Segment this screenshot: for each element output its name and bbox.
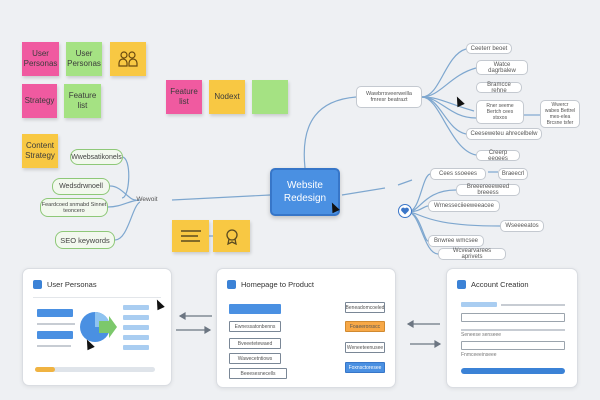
sticky-nodext[interactable]: Nodext [209,80,245,114]
sticky-feature-list-green[interactable]: Feature list [64,84,101,118]
central-node-website-redesign[interactable]: Website Redesign [270,168,340,216]
branch-junction[interactable] [398,204,412,218]
form-label: Seneese senseee [461,332,502,338]
panel-title: Homepage to Product [241,279,314,289]
flow-target[interactable]: Foaeerorsscc [345,321,385,332]
text-line [37,345,71,347]
badge-icon [225,229,238,245]
flow-step[interactable]: Bveeetetewaed [229,338,281,349]
form-line [461,329,565,331]
sticky-strategy[interactable]: Strategy [22,84,57,118]
node-d4[interactable]: Wrnesseciieeweeacee [428,200,500,212]
persona-bar [37,309,73,317]
node-d2[interactable]: Braeecrl [498,168,528,180]
text-lines-icon [180,230,201,242]
sticky-badge[interactable] [213,220,250,252]
node-d3[interactable]: Breeereeeweed breeess [456,184,520,196]
form-field[interactable] [461,341,565,350]
panel-title: Account Creation [471,279,529,289]
text-line [37,323,75,325]
node-a2[interactable]: Watce dagrbalew [476,60,528,75]
panel-header: Account Creation [457,278,529,290]
sticky-blank-green[interactable] [252,80,288,114]
form-label: Fnmceeeinseee [461,352,497,358]
node-d5[interactable]: Wseeeeatos [500,220,544,232]
node-b2[interactable]: Wwercr wabes Bettrel mes-elea Brcsne tsf… [540,100,580,128]
persona-list [123,305,149,353]
flow-step[interactable] [229,304,281,314]
node-d6[interactable]: Bnwree wmcsee [428,235,484,247]
form-progress [461,302,497,307]
persona-chart-icon [77,307,117,347]
sticky-feature-list-pink[interactable]: Feature list [166,80,202,114]
panel-homepage-to-product[interactable]: Homepage to Product Ewnessatonbenns Bvee… [216,268,396,388]
submit-button[interactable] [461,368,565,374]
panel-user-personas[interactable]: User Personas [22,268,172,386]
node-a3[interactable]: Bramcce rehne [476,82,522,94]
divider [33,297,161,298]
panel-account-creation[interactable]: Account Creation Seneese senseee Fnmceee… [446,268,578,388]
flow-step[interactable]: Beeesesnecells [229,368,287,379]
node-c2[interactable]: Creerp eeoees [476,150,520,162]
pin-icon [457,279,466,289]
pin-icon [33,279,42,289]
branch-node[interactable]: Wawbrrsveerweilla fmresr beatrazt [356,86,422,108]
panel-header: User Personas [33,278,97,290]
flow-target[interactable]: Weneeteenusee [345,342,385,353]
sticky-user-personas-pink[interactable]: User Personas [22,42,59,76]
pin-icon [227,279,236,289]
people-icon [118,51,138,67]
node-d1[interactable]: Cees ssoeees [430,168,486,180]
panel-header: Homepage to Product [227,278,314,290]
flow-target[interactable]: Foxnsctoresee [345,362,385,373]
flow-step[interactable]: Ewnessatonbenns [229,321,281,332]
sticky-notes-small[interactable] [172,220,209,252]
sticky-content-strategy[interactable]: Content Strategy [22,134,58,168]
sticky-idea-icon[interactable] [110,42,146,76]
node-a1[interactable]: Ceeterr beoet [466,43,512,54]
node-wedsdrwnoell[interactable]: Wedsdrwnoell [52,178,110,195]
progress-track[interactable] [35,367,155,372]
node-feardcoed[interactable]: Feardcoed snmabd Sinnet teoncero [40,198,108,217]
heart-icon [401,207,409,215]
node-wewoit[interactable]: Wewoit [136,196,158,203]
persona-bar [37,331,73,339]
node-wwebsatikonels[interactable]: Wwebsatikonels [70,149,123,165]
node-c1[interactable]: Ceeseweteu ahrecelbelw [466,128,542,140]
form-field[interactable] [461,313,565,322]
node-seo-keywords[interactable]: SEO keywords [55,231,115,249]
cursor-icon [153,297,165,311]
flow-target[interactable]: Beneadomcoeled [345,302,385,313]
node-b1[interactable]: Rner seeme Bertch cees stsxos [476,100,524,124]
flow-step[interactable]: Wawecetntiows [229,353,281,364]
panel-title: User Personas [47,279,97,289]
form-line [501,304,565,306]
sticky-user-personas-green[interactable]: User Personas [66,42,102,76]
node-d7[interactable]: Wcvearvarees aprivets [438,248,506,260]
